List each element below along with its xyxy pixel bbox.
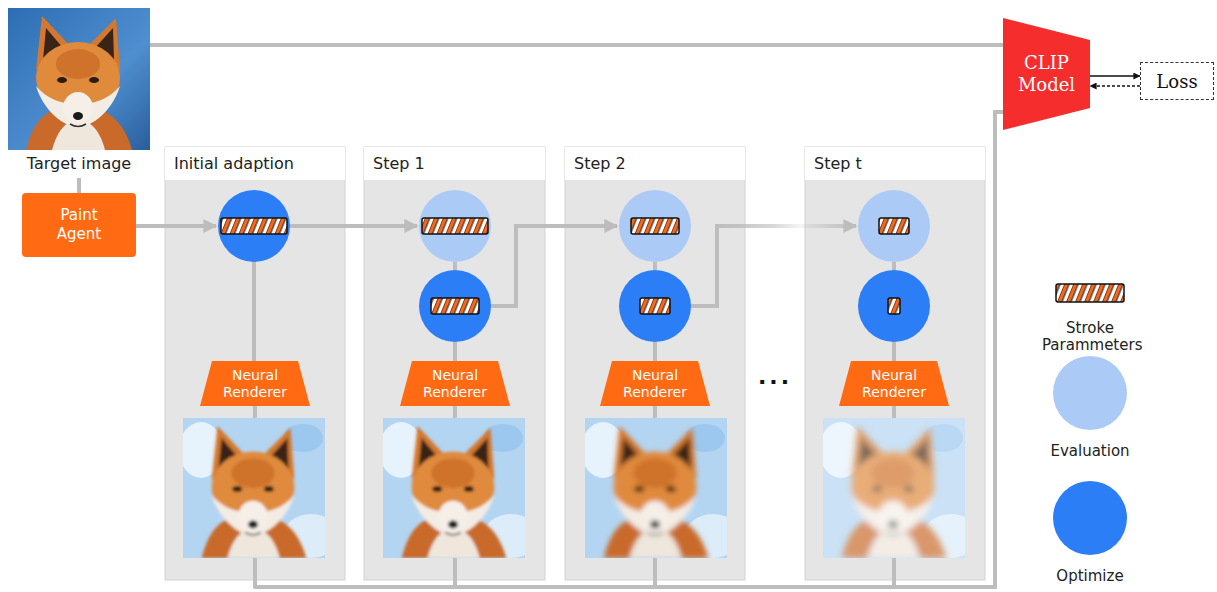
- renderer-trapezoid: Neural Renderer: [200, 361, 310, 406]
- node-label: Paint Agent: [47, 206, 111, 245]
- loss-arrow: [1090, 85, 1140, 86]
- panel-ground: [165, 147, 345, 580]
- stroke-icon: [1056, 284, 1124, 302]
- node-label: CLIP Model: [1011, 52, 1083, 97]
- stroke-icon: [640, 298, 670, 314]
- stroke-icon: [631, 218, 679, 234]
- stage-panel: Initial adaptionNeural Renderer: [165, 147, 345, 580]
- legend-swatch: [1053, 481, 1127, 555]
- rendered-image: [823, 418, 965, 558]
- panel-ground: [805, 147, 985, 580]
- legend-swatch: [1053, 356, 1127, 430]
- trapezoid-fill: [839, 361, 949, 406]
- rendered-image: [183, 418, 325, 558]
- trapezoid-fill: [1003, 18, 1090, 130]
- loss-box: Loss: [1140, 62, 1214, 100]
- fox-photo: [26, 16, 132, 150]
- trapezoid-fill: [200, 361, 310, 406]
- legend-label: Evaluation: [1030, 443, 1150, 460]
- node-label: Neural Renderer: [213, 367, 297, 399]
- evaluation-circle: [419, 190, 491, 262]
- flow-line: [255, 112, 1003, 587]
- stroke-icon: [221, 218, 287, 234]
- rendered-image: [383, 418, 525, 558]
- node-label: Loss: [1156, 71, 1197, 92]
- node-label: Target image: [8, 150, 150, 178]
- optimize-circle: [419, 270, 491, 342]
- renderer-trapezoid: Neural Renderer: [400, 361, 510, 406]
- flow-line: [455, 112, 1003, 587]
- flow-arrow: [491, 226, 617, 306]
- node-label: Neural Renderer: [852, 367, 936, 399]
- ellipsis-label: ...: [735, 364, 815, 389]
- panel-ground: [364, 147, 545, 580]
- stroke-icon: [422, 218, 488, 234]
- photo-ground: [8, 8, 150, 150]
- panel-heading: Step 1: [364, 147, 545, 180]
- flow-arrow: [691, 226, 856, 306]
- stroke-icon: [431, 298, 479, 314]
- stroke-icon: [888, 298, 900, 314]
- stage-panel: Step 2 Neural Renderer: [565, 147, 745, 580]
- stage-panel: Step 1 Neural Renderer: [364, 147, 545, 580]
- panel-heading: Step t: [805, 147, 985, 180]
- loss-arrow: [1090, 75, 1140, 76]
- flow-arrow: [136, 224, 216, 228]
- target-image-box: Target image: [8, 8, 150, 178]
- panel-heading: Initial adaption: [165, 147, 345, 180]
- legend-label: Stroke Parammeters: [1030, 320, 1150, 354]
- optimize-circle: [858, 270, 930, 342]
- flow-line: [252, 262, 256, 361]
- node-label: Neural Renderer: [613, 367, 697, 399]
- model-trapezoid: CLIP Model: [1003, 18, 1090, 130]
- agent-box: Paint Agent: [22, 193, 136, 257]
- trapezoid-fill: [400, 361, 510, 406]
- flow-arrow: [290, 224, 417, 228]
- renderer-trapezoid: Neural Renderer: [839, 361, 949, 406]
- panel-ground: [565, 147, 745, 580]
- optimize-circle: [619, 270, 691, 342]
- legend-label: Optimize: [1030, 568, 1150, 585]
- stroke-icon: [879, 218, 909, 234]
- rendered-image: [585, 418, 727, 558]
- evaluation-circle: [858, 190, 930, 262]
- flow-line: [150, 43, 1003, 47]
- evaluation-circle: [619, 190, 691, 262]
- stage-panel: Step t Neural Renderer: [805, 147, 985, 580]
- node-label: Neural Renderer: [413, 367, 497, 399]
- renderer-trapezoid: Neural Renderer: [600, 361, 710, 406]
- panel-heading: Step 2: [565, 147, 745, 180]
- flow-line: [77, 178, 81, 193]
- trapezoid-fill: [600, 361, 710, 406]
- optimize-circle: [218, 190, 290, 262]
